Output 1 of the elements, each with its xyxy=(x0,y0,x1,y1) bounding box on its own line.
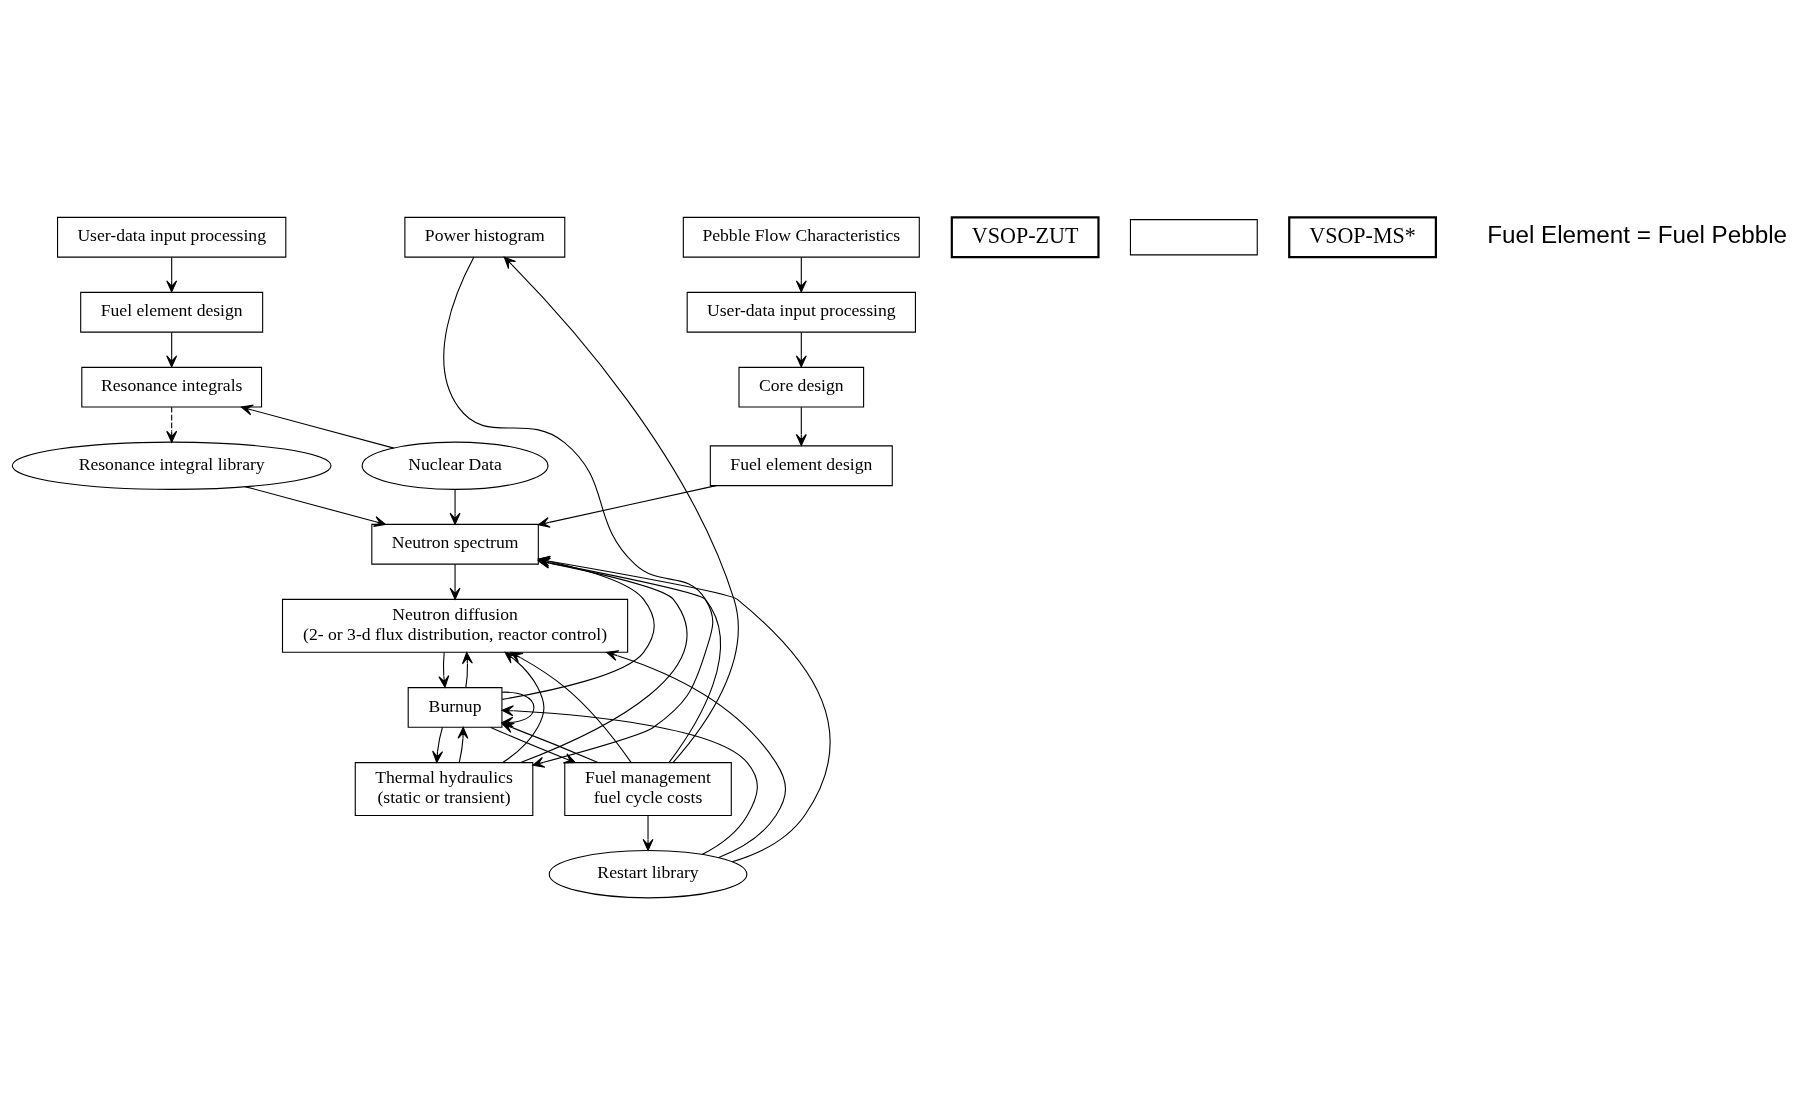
label: Fuel Element = Fuel Pebble xyxy=(1487,220,1788,248)
